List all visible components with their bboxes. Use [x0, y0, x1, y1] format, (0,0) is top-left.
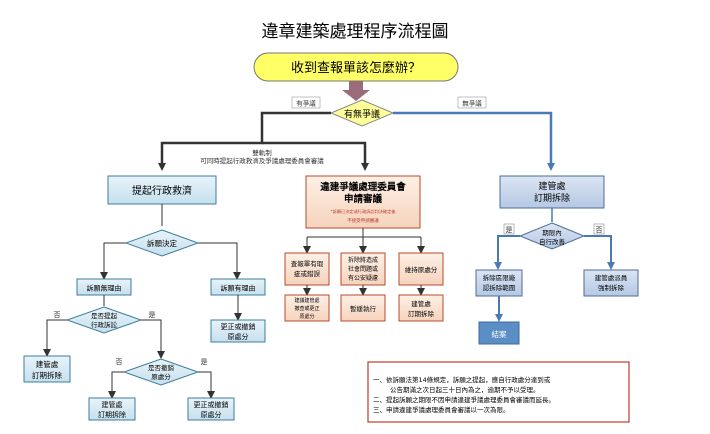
appeal-rejected-label: 訴願無理由 [87, 284, 122, 293]
file-lawsuit-diamond [65, 306, 143, 334]
no-label-revoke: 否 [116, 358, 123, 366]
file-lawsuit-line1: 是否提起 [91, 311, 118, 320]
end-label: 結案 [492, 329, 507, 339]
office-demolish-box-b [23, 355, 71, 383]
notes-box [367, 361, 630, 423]
demolish-safety-line3: 有公安疑慮 [348, 274, 378, 282]
report-error-box [284, 252, 330, 286]
end-box [478, 321, 520, 345]
dual-track-label: 雙軌制 [252, 148, 272, 157]
self-improve-diamond [518, 222, 586, 250]
note-2: 二、提起訴願之期限不因申請違建爭議處理委員會審議而延長。 [373, 395, 555, 404]
office-demolish-box-c [88, 397, 136, 421]
maintain-original-label: 維持原處分 [405, 265, 438, 274]
office-review-box [284, 294, 330, 322]
appeal-granted-label: 訴願有理由 [221, 284, 256, 293]
office-review-line1: 建議建管處 [294, 297, 319, 304]
yes-label-revoke: 是 [201, 358, 208, 366]
no-dispute-connector [393, 111, 555, 171]
no-label-lawsuit: 否 [54, 311, 61, 319]
admin-remedy-box [107, 175, 217, 205]
report-error-line2: 疵或錯誤 [294, 269, 321, 278]
committee-line1: 違建爭議處理委員會 [320, 181, 406, 193]
confirm-range-line1: 拆除區限廠 [483, 273, 516, 282]
suspend-box [340, 294, 386, 322]
self-improve-line1: 期限內 [542, 228, 562, 237]
confirm-range-line2: 認拆除範圍 [483, 283, 516, 292]
confirm-range-box [475, 269, 523, 297]
forced-demolish-line2: 強制拆除 [598, 283, 625, 292]
admin-remedy-label: 提起行政救濟 [132, 184, 192, 197]
revoke-original-line1: 是否撤銷 [148, 363, 175, 372]
yes-label-lawsuit: 是 [149, 311, 156, 319]
file-lawsuit-line2: 行政訴訟 [91, 320, 118, 329]
office-review-line2: 撤查或更正 [294, 305, 319, 312]
revise-original-line1: 更正或撤銷 [221, 322, 256, 331]
office-demolish-b-line1: 建管處 [36, 359, 59, 369]
appeal-decision-label: 訴願決定 [147, 238, 177, 248]
committee-line2: 申請審議 [344, 193, 383, 205]
revise-original-b-line2: 原處分 [201, 410, 222, 419]
revise-original-box [210, 319, 266, 343]
committee-box [305, 175, 421, 229]
demolish-safety-line1: 拆除將造成 [348, 256, 378, 264]
note-3: 三、申請違建爭議處理委員會審議以一次為限。 [373, 405, 510, 414]
office-demolish-box-d [398, 294, 444, 322]
office-demolish-line1: 建管處 [538, 180, 565, 192]
revise-original-box-b [187, 397, 235, 421]
no-label-improve: 否 [596, 226, 603, 234]
page-title: 違章建築處理程序流程圖 [262, 22, 449, 42]
revoke-original-line2: 原處分 [151, 372, 171, 381]
question-text: 收到查報單該怎麼辦？ [291, 60, 421, 76]
dispute-diamond [329, 99, 395, 127]
to-committee-connector [262, 141, 369, 171]
report-error-line1: 查報單有瑕 [291, 259, 324, 268]
appeal-decision-diamond [124, 229, 200, 257]
committee-note-2: 不接受申請審議 [347, 217, 379, 224]
office-demolish-c-line1: 建管處 [102, 400, 123, 409]
demolish-safety-box [340, 252, 386, 286]
revoke-original-diamond [122, 358, 200, 386]
office-demolish-box [499, 175, 605, 209]
office-demolish-d-line1: 建管處 [411, 299, 431, 308]
office-demolish-line2: 訂期拆除 [534, 192, 570, 204]
note-1-cont: 公告期滿之次日起三十日內為之，逾期不予以受理。 [390, 385, 540, 394]
office-demolish-c-line2: 訂期拆除 [98, 410, 126, 419]
demolish-safety-line2: 社會問題或 [348, 265, 378, 273]
suspend-label: 暫緩執行 [350, 304, 377, 313]
office-demolish-b-line2: 訂期拆除 [32, 370, 62, 380]
revise-original-b-line1: 更正或撤銷 [194, 400, 229, 409]
forced-demolish-box [583, 269, 639, 297]
note-1: 一、依訴願法第14條規定，訴願之提起，應自行政處分達到或 [373, 375, 551, 384]
yes-label-improve: 是 [506, 226, 513, 234]
self-improve-line2: 自行改善 [539, 237, 566, 246]
dispute-label: 有無爭議 [344, 108, 380, 120]
office-review-line3: 原處分 [299, 313, 314, 320]
revise-original-line2: 原處分 [228, 332, 249, 341]
committee-out-connector [307, 228, 421, 238]
committee-note-1: *訴願已決定或行政訴訟判決確定後 [331, 208, 397, 215]
no-dispute-label: 無爭議 [462, 99, 482, 108]
down-arrow-icon [342, 81, 370, 101]
dual-track-sub: 可同時提起行政救濟及爭議處理委員會審議 [200, 156, 324, 165]
office-demolish-d-line2: 訂期拆除 [408, 309, 435, 318]
forced-demolish-line1: 建管處派員 [595, 273, 628, 282]
has-dispute-label: 有爭議 [296, 99, 316, 108]
